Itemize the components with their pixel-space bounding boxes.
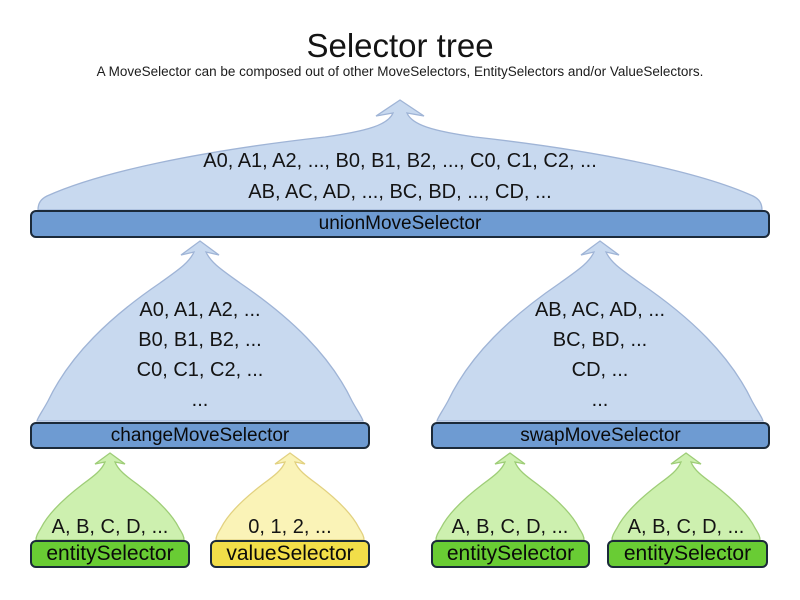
union-items-line: AB, AC, AD, ..., BC, BD, ..., CD, ... [248, 181, 552, 203]
swap-items-line: AB, AC, AD, ... [534, 299, 666, 321]
swap-items-line: ... [591, 389, 609, 411]
swap-move-selector-bar: swapMoveSelector [431, 422, 770, 449]
union-items-line: A0, A1, A2, ..., B0, B1, B2, ..., C0, C1… [203, 150, 597, 172]
swap-items-line: BC, BD, ... [552, 329, 648, 351]
entity-selector-label-3: entitySelector [623, 542, 752, 565]
change-dome-arrow-shape [36, 240, 364, 422]
entity2-items-text: A, B, C, D, ... [451, 516, 569, 538]
entity1-items-text: A, B, C, D, ... [51, 516, 169, 538]
swap-items-text: AB, AC, AD, ... BC, BD, ... CD, ... ... [430, 295, 770, 415]
union-move-selector-bar: unionMoveSelector [30, 210, 770, 238]
change-move-selector-bar: changeMoveSelector [30, 422, 370, 449]
entity-selector-label-1: entitySelector [46, 542, 174, 565]
diagram-subtitle: A MoveSelector can be composed out of ot… [96, 64, 704, 79]
union-move-selector-label: unionMoveSelector [318, 213, 482, 234]
value-items-text: 0, 1, 2, ... [248, 516, 332, 538]
swap-dome-arrow-shape [436, 240, 764, 422]
change-move-selector-label: changeMoveSelector [110, 424, 290, 446]
value-selector-label: valueSelector [226, 542, 354, 565]
change-items-line: C0, C1, C2, ... [136, 359, 264, 381]
swap-items-line: CD, ... [571, 359, 629, 381]
entity-selector-bar-2: entitySelector [431, 540, 590, 568]
value-selector-bar: valueSelector [210, 540, 370, 568]
entity-selector-bar-3: entitySelector [607, 540, 768, 568]
swap-move-selector-label: swapMoveSelector [520, 424, 681, 446]
diagram-title: Selector tree [306, 27, 494, 64]
entity-selector-bar-1: entitySelector [30, 540, 190, 568]
change-items-line: B0, B1, B2, ... [138, 329, 262, 351]
union-items-text: A0, A1, A2, ..., B0, B1, B2, ..., C0, C1… [35, 146, 765, 208]
change-items-line: ... [191, 389, 209, 411]
entity3-items-text: A, B, C, D, ... [627, 516, 745, 538]
change-items-text: A0, A1, A2, ... B0, B1, B2, ... C0, C1, … [30, 295, 370, 415]
entity-selector-label-2: entitySelector [446, 542, 575, 565]
change-items-line: A0, A1, A2, ... [139, 299, 261, 321]
